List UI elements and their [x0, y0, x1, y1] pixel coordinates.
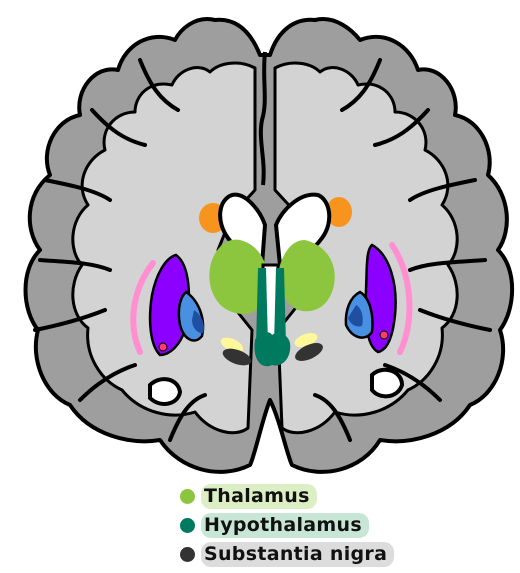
- lateral-fissure-right: [372, 370, 402, 397]
- hypothalamus-base: [254, 332, 290, 366]
- legend-item-hypothalamus: Hypothalamus: [180, 511, 430, 540]
- thalamus-dot-icon: [180, 489, 195, 504]
- legend: Thalamus Hypothalamus Substantia nigra: [180, 482, 430, 569]
- red-dot-left: [159, 343, 167, 351]
- legend-item-substantia-nigra: Substantia nigra: [180, 540, 430, 569]
- red-dot-right: [380, 331, 388, 339]
- legend-item-thalamus: Thalamus: [180, 482, 430, 511]
- legend-label: Substantia nigra: [201, 542, 394, 567]
- legend-label: Thalamus: [201, 484, 317, 509]
- substantia-nigra-dot-icon: [180, 547, 195, 562]
- legend-label: Hypothalamus: [201, 513, 369, 538]
- lateral-fissure-left: [150, 379, 180, 404]
- hypothalamus-dot-icon: [180, 518, 195, 533]
